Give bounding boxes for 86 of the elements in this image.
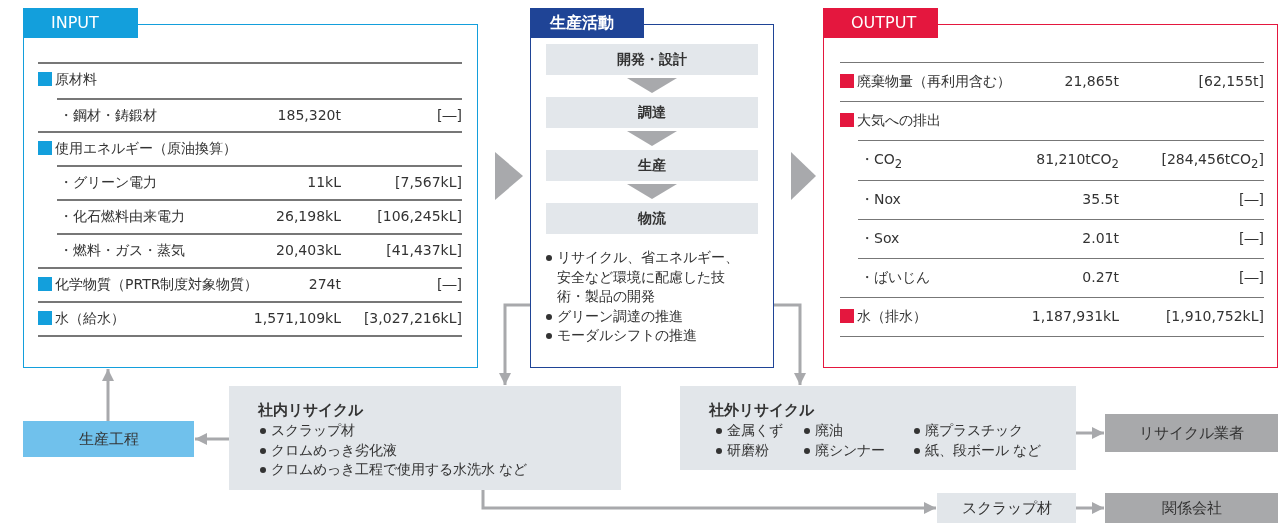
node-label: 関係会社: [1161, 498, 1222, 518]
value-text: 0.27t: [1082, 268, 1119, 286]
connector-arrow: [195, 433, 229, 445]
bullet-text: 廃プラスチック: [912, 421, 1023, 441]
item-name: ・グリーン電力: [59, 173, 157, 191]
node-label: 開発・設計: [617, 50, 687, 69]
connector-arrow: [774, 303, 806, 385]
value-text: 1,187,931kL: [1031, 307, 1119, 325]
value-text: 11kL: [307, 173, 341, 191]
item-name: ・燃料・ガス・蒸気: [59, 241, 185, 259]
value-text: 185,320t: [277, 106, 341, 124]
node-label: 生産: [638, 156, 666, 175]
node-label: スクラップ材: [961, 498, 1052, 518]
chevron-arrow: [627, 78, 677, 93]
item-name: ・化石燃料由来電力: [59, 207, 185, 225]
process-step-box: [546, 203, 758, 234]
bullet-text: クロムめっき劣化液: [258, 440, 397, 460]
bullet-text: 金属くず: [714, 421, 783, 441]
value-text: 26,198kL: [276, 207, 341, 225]
recycling-box: [680, 386, 1076, 470]
value-text: [3,027,216kL]: [363, 309, 462, 327]
value-text: 2.01t: [1082, 229, 1119, 247]
value-text: [106,245kL]: [377, 207, 462, 225]
panel-heading: 生産活動: [530, 8, 644, 38]
bullet-text: スクラップ材: [258, 421, 355, 441]
process-step-box: [546, 44, 758, 75]
connector-arrow: [481, 490, 936, 514]
item-name: ・鋼材・鋳鍛材: [59, 106, 157, 124]
item-name: 原材料: [38, 70, 97, 88]
bullet-text: 廃油: [802, 421, 843, 441]
destination-box: [1105, 414, 1278, 452]
bullet-text: 研磨粉: [714, 441, 769, 461]
box-heading: 社外リサイクル: [709, 401, 814, 419]
value-text: 1,571,109kL: [253, 309, 341, 327]
item-name: 使用エネルギー（原油換算）: [38, 139, 237, 157]
panel-heading: OUTPUT: [823, 8, 938, 38]
item-name: 水（給水）: [38, 309, 125, 327]
panel-heading: INPUT: [23, 8, 138, 38]
item-name: 大気への排出: [840, 111, 941, 129]
connector-arrow: [1076, 502, 1104, 514]
chevron-arrow: [495, 152, 523, 200]
value-text: [62,155t]: [1198, 72, 1264, 90]
connector-arrow: [102, 369, 114, 421]
item-name: 水（排水）: [840, 307, 927, 325]
value-text: [―]: [1239, 229, 1264, 247]
value-text: [―]: [437, 106, 462, 124]
bullet-text: 紙、段ボール など: [912, 441, 1042, 461]
value-text: [―]: [1239, 268, 1264, 286]
bullet-text: グリーン調達の推進: [544, 306, 740, 326]
value-text: [284,456tCO$_{2}$]: [1161, 150, 1264, 173]
process-step-box: [546, 97, 758, 128]
chevron-arrow: [791, 152, 816, 200]
chevron-arrow: [627, 184, 677, 199]
item-name: ・CO$_{2}$: [860, 150, 903, 173]
process-box: [23, 421, 194, 457]
value-text: 274t: [308, 275, 341, 293]
item-name: ・ばいじん: [860, 268, 930, 286]
destination-box: [1105, 493, 1278, 523]
bullet-text: モーダルシフトの推進: [544, 326, 740, 346]
connector-arrow: [499, 303, 530, 385]
material-box: [937, 493, 1076, 523]
item-name: 廃棄物量（再利用含む）: [840, 72, 1011, 90]
box-heading: 社内リサイクル: [258, 401, 363, 419]
node-label: 物流: [638, 209, 666, 228]
node-label: 調達: [638, 103, 666, 122]
item-name: 化学物質（PRTR制度対象物質）: [38, 275, 259, 293]
item-name: ・Nox: [860, 190, 901, 208]
node-label: 生産工程: [78, 429, 139, 449]
bullet-text: クロムめっき工程で使用する水洗水 など: [258, 460, 528, 480]
chevron-arrow: [627, 131, 677, 146]
value-text: [41,437kL]: [386, 241, 462, 259]
bullet-text: リサイクル、省エネルギー、安全など環境に配慮した技術・製品の開発: [544, 248, 740, 307]
bullet-text: 廃シンナー: [802, 441, 885, 461]
connector-arrow: [1076, 427, 1104, 439]
value-text: 21,865t: [1064, 72, 1119, 90]
value-text: [7,567kL]: [395, 173, 462, 191]
value-text: 81,210tCO$_{2}$: [1036, 150, 1119, 173]
process-step-box: [546, 150, 758, 181]
value-text: [―]: [1239, 190, 1264, 208]
value-text: 20,403kL: [276, 241, 341, 259]
value-text: 35.5t: [1082, 190, 1119, 208]
value-text: [―]: [437, 275, 462, 293]
value-text: [1,910,752kL]: [1165, 307, 1264, 325]
recycling-box: [229, 386, 621, 490]
item-name: ・Sox: [860, 229, 900, 247]
node-label: リサイクル業者: [1139, 423, 1244, 443]
